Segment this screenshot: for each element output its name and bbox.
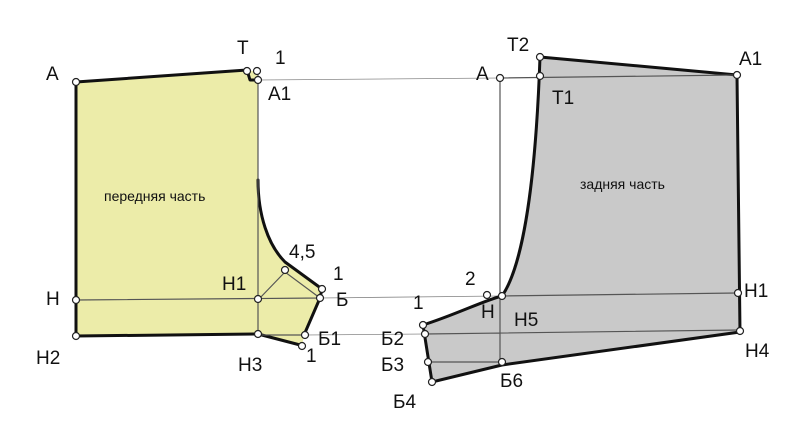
label-front-T: Т	[237, 38, 249, 59]
point-front-H3	[253, 329, 263, 339]
label-front-45: 4,5	[289, 242, 315, 263]
label-back-B2: Б2	[381, 329, 404, 350]
point-front-H	[71, 295, 81, 305]
point-front-1-top	[252, 66, 262, 76]
point-front-A	[71, 77, 81, 87]
label-back-H4: Н4	[745, 341, 770, 362]
point-back-H4	[735, 326, 745, 336]
point-back-B3	[423, 357, 433, 367]
label-back-1: 1	[413, 293, 424, 314]
point-back-H1	[733, 288, 743, 298]
point-front-H2	[71, 331, 81, 341]
back-piece-shape	[423, 57, 740, 382]
label-back-H5: Н5	[514, 310, 538, 331]
label-front-A1: А1	[268, 84, 291, 105]
label-front-H3: Н3	[238, 355, 262, 376]
point-back-B4	[427, 377, 437, 387]
label-front-1-bot: 1	[306, 346, 317, 367]
guide-line-top	[257, 77, 501, 81]
label-front-H2: Н2	[36, 348, 60, 369]
point-back-A	[495, 73, 505, 83]
point-front-H1	[253, 294, 263, 304]
point-back-B6	[497, 357, 507, 367]
point-front-45	[280, 265, 290, 275]
label-front-H1: Н1	[222, 274, 246, 295]
label-front-A: А	[46, 64, 59, 85]
label-back-H1: Н1	[744, 281, 768, 302]
point-front-B	[315, 293, 325, 303]
front-piece-label: передняя часть	[104, 188, 205, 204]
point-back-1	[418, 320, 428, 330]
label-back-B6: Б6	[500, 371, 523, 392]
label-back-T1: Т1	[552, 88, 574, 109]
label-front-B: Б	[336, 290, 348, 311]
label-back-A: А	[476, 64, 489, 85]
label-back-B3: Б3	[381, 355, 404, 376]
label-front-H: Н	[46, 289, 60, 310]
label-front-B1: Б1	[318, 329, 341, 350]
label-front-1-top: 1	[275, 48, 286, 69]
point-front-T	[242, 66, 252, 76]
point-front-B1	[300, 330, 310, 340]
back-piece-label: задняя часть	[580, 176, 665, 192]
back-piece-inner-lines	[424, 74, 741, 363]
label-back-2: 2	[465, 269, 476, 290]
point-back-T2	[535, 52, 545, 62]
point-back-T1	[535, 71, 545, 81]
point-back-2	[482, 290, 492, 300]
point-front-A1	[253, 75, 263, 85]
front-piece-inner-lines	[75, 72, 321, 336]
label-back-T2: Т2	[507, 35, 529, 56]
guide-line-hip	[319, 295, 501, 299]
label-back-A1: А1	[739, 49, 762, 70]
point-front-1-mid	[317, 284, 327, 294]
point-back-H	[497, 291, 507, 301]
label-back-H: Н	[481, 302, 495, 323]
guide-line-lower	[304, 333, 426, 336]
front-piece-outline	[74, 68, 324, 348]
point-back-B2	[420, 329, 430, 339]
point-front-1-bot	[297, 341, 307, 351]
point-back-A1	[732, 70, 742, 80]
label-front-1-mid: 1	[333, 264, 344, 285]
label-back-B4: Б4	[393, 392, 416, 413]
front-piece-shape	[76, 70, 322, 346]
